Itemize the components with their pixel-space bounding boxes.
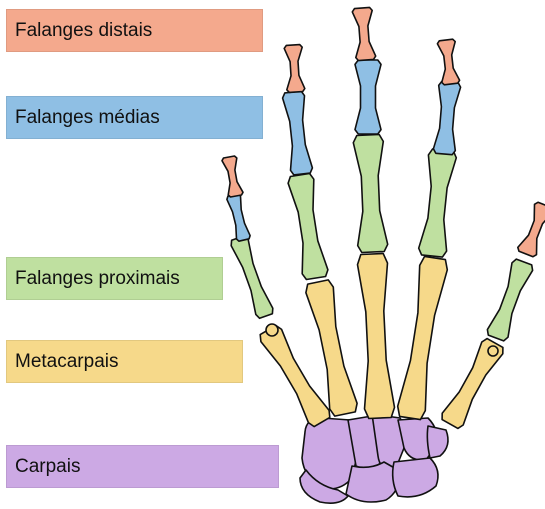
- proximal-phalanx-3: [353, 135, 387, 253]
- metacarpal-3: [358, 254, 395, 419]
- distal-phalanx-1: [222, 156, 243, 197]
- carpal-trapezoid: [346, 462, 399, 502]
- distal-phalanx-5: [518, 202, 545, 256]
- label-metacarpals: Metacarpais: [6, 340, 243, 383]
- label-proximal-phalanges: Falanges proximais: [6, 257, 223, 300]
- label-carpals: Carpais: [6, 445, 279, 488]
- thumb-sesamoid: [266, 324, 278, 336]
- little-finger-sesamoid: [488, 346, 498, 356]
- carpal-trapezium: [427, 426, 448, 458]
- carpal-triquetrum: [393, 458, 438, 497]
- middle-phalanx-4: [433, 81, 460, 154]
- middle-phalanx-3: [355, 60, 381, 134]
- middle-phalanx-1: [227, 194, 250, 241]
- metacarpal-1: [260, 325, 330, 426]
- proximal-phalanx-5: [487, 259, 532, 341]
- proximal-phalanx-4: [419, 149, 457, 257]
- metacarpal-4: [398, 256, 448, 419]
- label-middle-phalanges: Falanges médias: [6, 96, 263, 139]
- label-distal-phalanges: Falanges distais: [6, 9, 263, 52]
- distal-phalanx-3: [352, 7, 375, 60]
- proximal-phalanx-1: [231, 236, 273, 319]
- distal-phalanx-2: [284, 45, 305, 93]
- proximal-phalanx-2: [288, 174, 328, 280]
- middle-phalanx-2: [283, 91, 313, 175]
- hand-bones: [222, 7, 545, 503]
- distal-phalanx-4: [437, 39, 459, 85]
